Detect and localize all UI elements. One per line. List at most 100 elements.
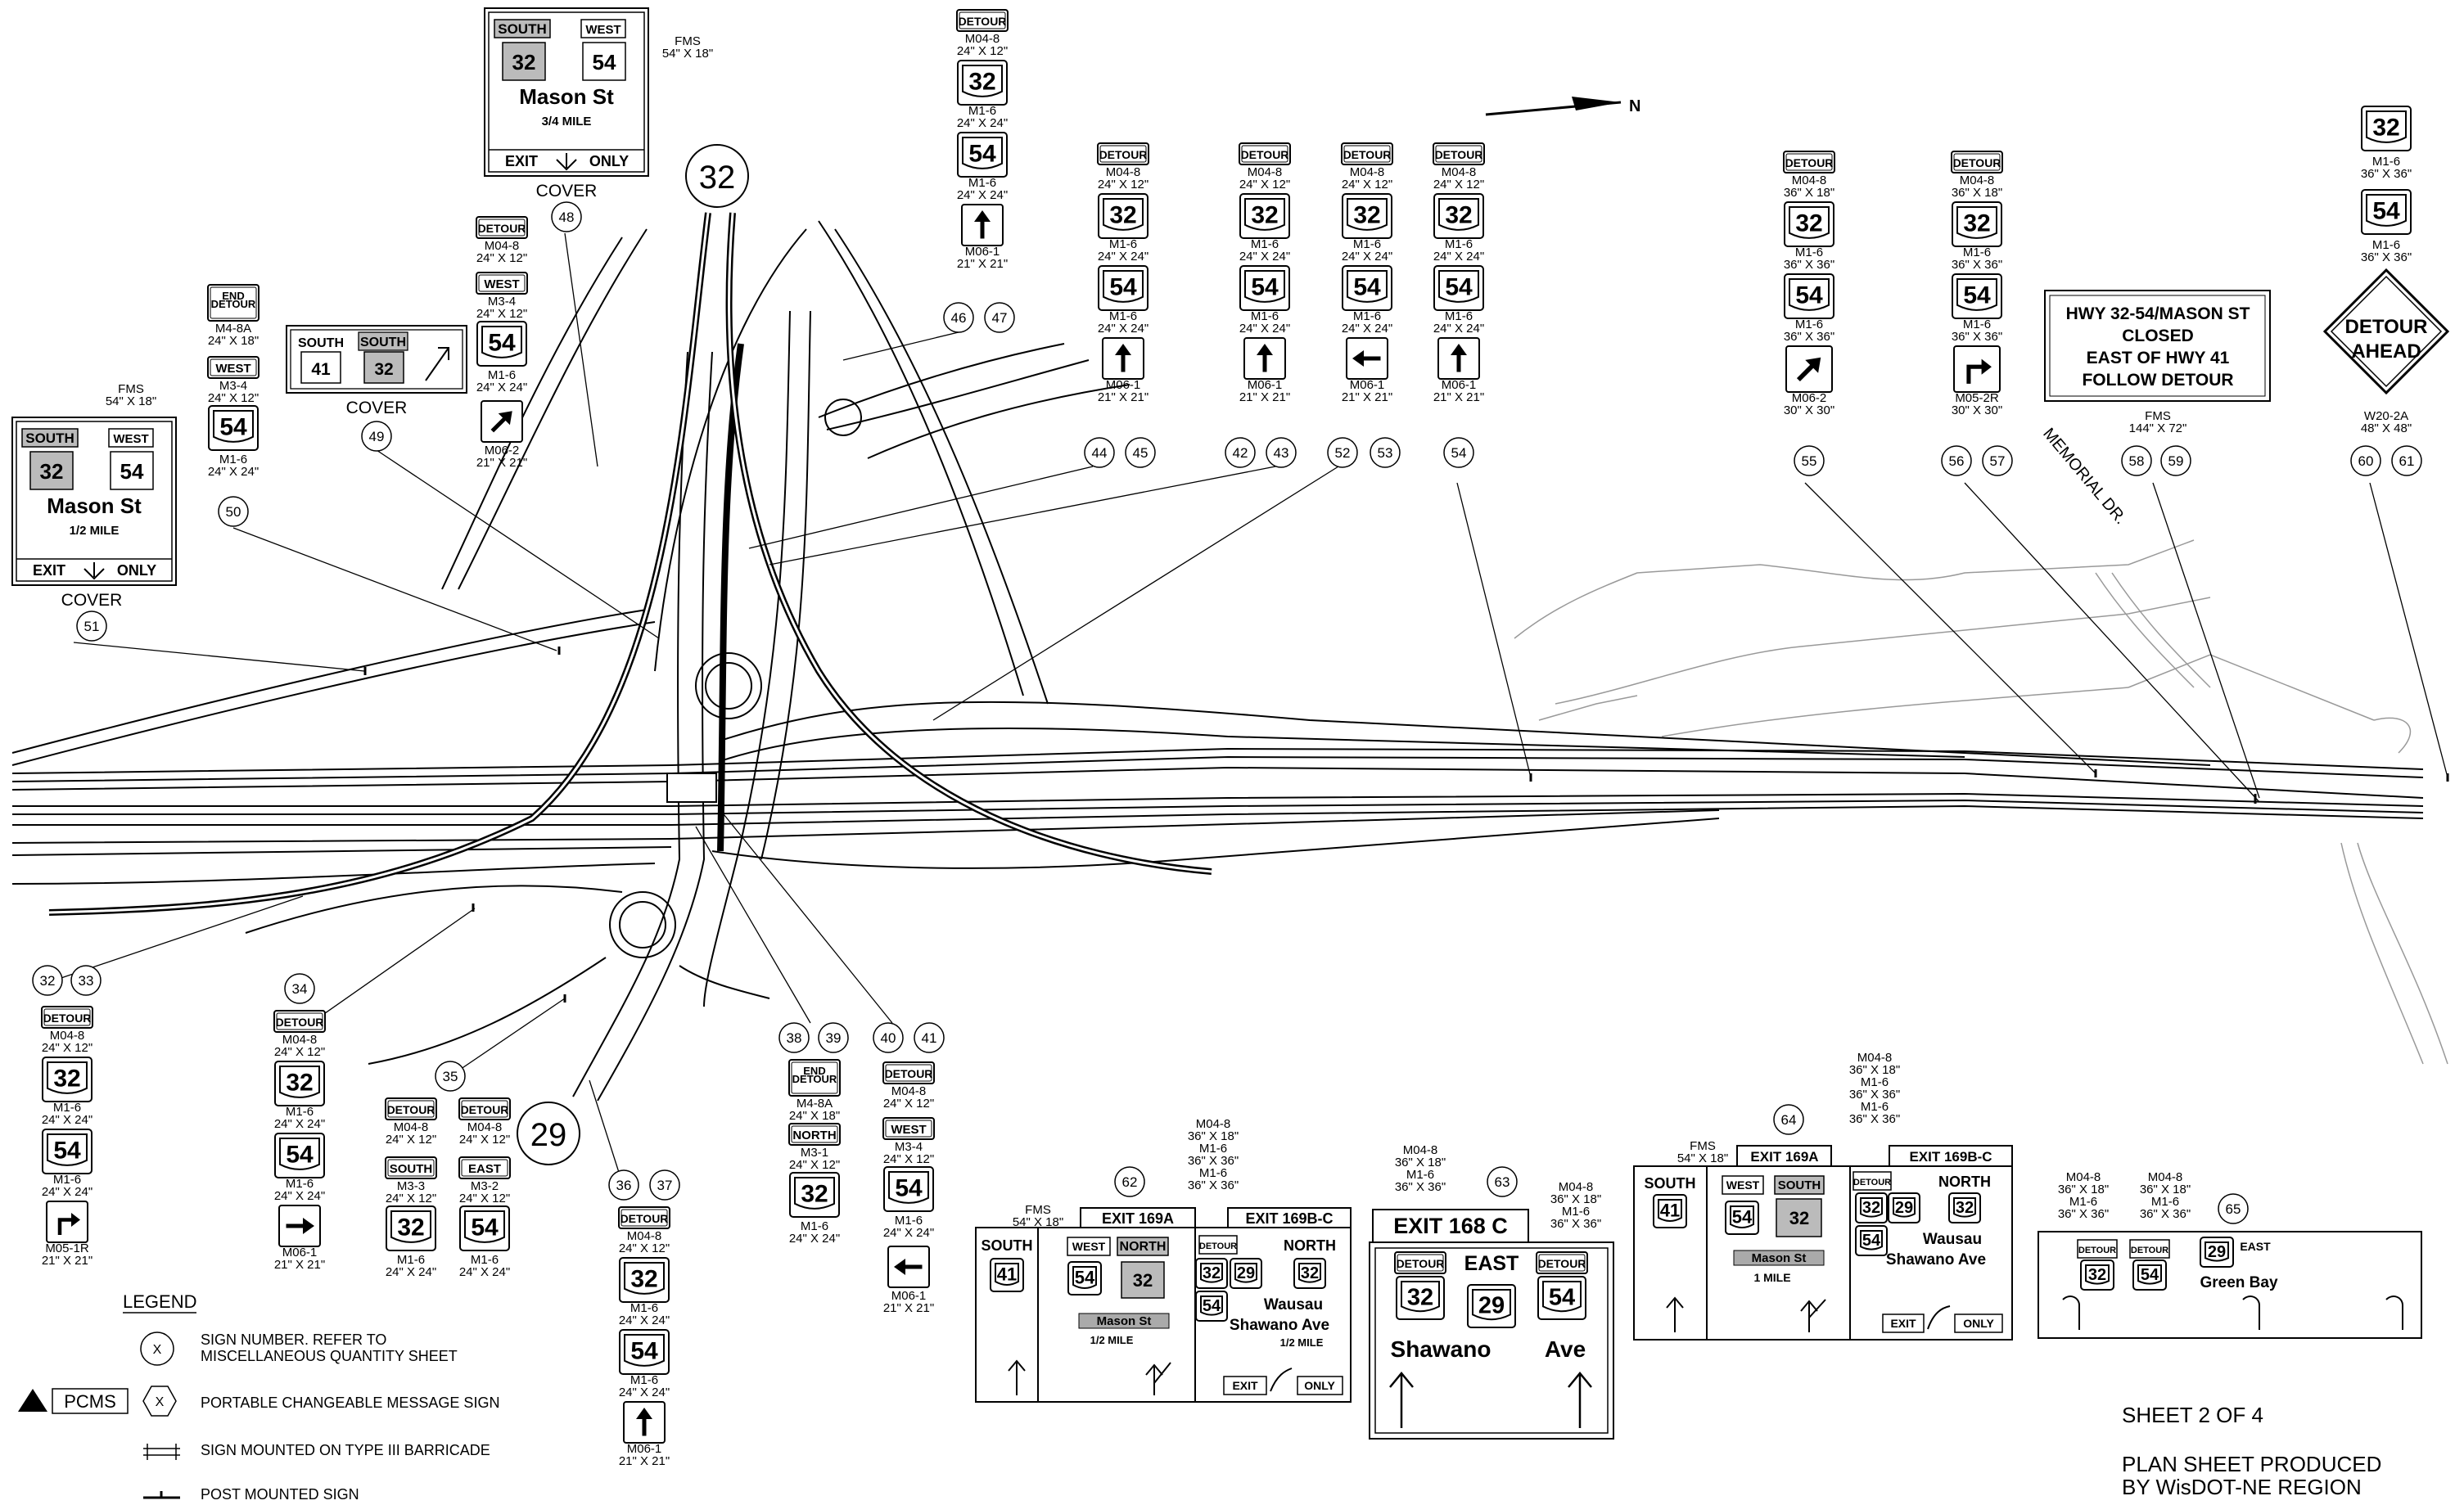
route-number: 32 bbox=[397, 1214, 424, 1241]
shield-outline-icon bbox=[1298, 1263, 1321, 1283]
svg-text:43: 43 bbox=[1274, 445, 1289, 461]
sign-size: 24" X 24" bbox=[1342, 250, 1392, 264]
svg-text:56: 56 bbox=[1949, 453, 1965, 469]
detour-plaque-text: DETOUR bbox=[276, 1016, 324, 1029]
label: EXIT bbox=[33, 562, 65, 579]
plaque-border bbox=[387, 1100, 435, 1118]
guide-sign-border bbox=[16, 421, 173, 582]
sign-size: 24" X 12" bbox=[459, 1192, 510, 1205]
svg-text:37: 37 bbox=[657, 1178, 673, 1193]
sign-code: M04-8 bbox=[467, 1120, 503, 1134]
sign-number-47: 47 bbox=[984, 302, 1015, 333]
label: 1/2 MILE bbox=[70, 524, 120, 538]
svg-text:44: 44 bbox=[1092, 445, 1108, 461]
shield-outline-icon bbox=[1956, 278, 1997, 311]
sign-size: 21" X 21" bbox=[957, 257, 1008, 271]
sign-code: M1-6 bbox=[219, 453, 247, 466]
word-plaque-text: DETOUR bbox=[1397, 1257, 1445, 1270]
plaque-border bbox=[791, 1061, 838, 1094]
sign-code: M1-6 bbox=[630, 1301, 658, 1315]
mount-ticks bbox=[363, 647, 2449, 1003]
sign-code: M06-1 bbox=[1350, 378, 1385, 392]
svg-text:59: 59 bbox=[2168, 453, 2184, 469]
svg-text:58: 58 bbox=[2129, 453, 2145, 469]
shield-outline-icon bbox=[1347, 270, 1388, 303]
sign-size: 21" X 21" bbox=[619, 1454, 670, 1468]
route-shield bbox=[300, 351, 341, 384]
label: FMS bbox=[675, 34, 701, 48]
label: 36" X 36" bbox=[2058, 1207, 2109, 1221]
sign-code: M04-8 bbox=[1106, 165, 1141, 179]
sign-size: 24" X 12" bbox=[883, 1097, 934, 1111]
route-number: 54 bbox=[1732, 1206, 1753, 1227]
sign-code: M05-1R bbox=[45, 1241, 89, 1255]
word-plaque-text: NORTH bbox=[792, 1129, 836, 1142]
sign-code: M1-6 bbox=[488, 368, 516, 382]
plaque-border bbox=[1785, 153, 1833, 171]
diag-arrow-icon bbox=[1796, 357, 1821, 382]
route-number: 54 bbox=[488, 330, 516, 357]
up-arrow-icon bbox=[1666, 1296, 1684, 1332]
svg-text:45: 45 bbox=[1133, 445, 1149, 461]
shield-outline-icon bbox=[1658, 1199, 1682, 1222]
detour-plaque-text: DETOUR bbox=[43, 1012, 92, 1025]
sign-code: M1-6 bbox=[53, 1101, 81, 1115]
plaque-border bbox=[1538, 1254, 1586, 1272]
svg-text:55: 55 bbox=[1802, 453, 1817, 469]
sign-code: M1-6 bbox=[397, 1253, 425, 1267]
svg-text:SIGN MOUNTED ON TYPE III BARRI: SIGN MOUNTED ON TYPE III BARRICADE bbox=[201, 1442, 490, 1458]
plaque-border bbox=[478, 274, 526, 292]
route-number: 32 bbox=[1956, 1199, 1974, 1217]
sign-number-35: 35 bbox=[435, 1061, 466, 1092]
svg-text:54: 54 bbox=[1451, 445, 1467, 461]
shield-outline-icon bbox=[888, 1171, 929, 1204]
word-plaque-text: WEST bbox=[891, 1123, 926, 1137]
sign-code: M3-4 bbox=[488, 295, 516, 309]
shield-outline-icon bbox=[1438, 198, 1479, 231]
sign-size: 30" X 30" bbox=[1784, 403, 1834, 417]
sign-code: M04-8 bbox=[1442, 165, 1477, 179]
diag-arrow-icon bbox=[490, 411, 512, 433]
label: M1-6 bbox=[1861, 1100, 1889, 1114]
south-plaque-covered bbox=[358, 331, 408, 351]
sign-size: 24" X 12" bbox=[476, 307, 527, 321]
panel bbox=[2077, 1239, 2118, 1259]
plaque-border bbox=[885, 1064, 932, 1082]
shield-outline-icon bbox=[1401, 1281, 1440, 1313]
sign-number-61: 61 bbox=[2391, 445, 2422, 476]
sign-number-56: 56 bbox=[1941, 445, 1972, 476]
sign-code: M1-6 bbox=[1353, 309, 1381, 323]
shield-outline-icon bbox=[390, 1210, 431, 1243]
shield-outline-icon bbox=[2205, 1241, 2229, 1262]
shield-outline-icon bbox=[624, 1262, 665, 1295]
label: 36" X 18" bbox=[1550, 1192, 1601, 1206]
sign-size: 36" X 36" bbox=[1784, 330, 1834, 344]
panel bbox=[1733, 1250, 1825, 1266]
svg-text:50: 50 bbox=[226, 504, 241, 520]
shield-outline-icon bbox=[1860, 1230, 1883, 1250]
route-number: 32 bbox=[1353, 202, 1380, 229]
sign-number-49: 49 bbox=[361, 421, 392, 452]
shield-outline-icon bbox=[1200, 1263, 1223, 1283]
route-number: 54 bbox=[53, 1138, 81, 1165]
panel bbox=[1882, 1313, 1925, 1333]
shield-outline-icon bbox=[794, 1177, 835, 1210]
sign-code: M1-6 bbox=[895, 1214, 923, 1228]
shield-outline-icon bbox=[1103, 198, 1144, 231]
sign-code: M1-6 bbox=[286, 1105, 314, 1119]
svg-text:34: 34 bbox=[292, 981, 308, 997]
south-plaque-covered bbox=[21, 428, 79, 448]
word-plaque-text: DETOUR bbox=[387, 1103, 435, 1116]
label: M04-8 bbox=[2148, 1170, 2183, 1184]
svg-text:33: 33 bbox=[79, 973, 94, 989]
end-detour-plaque-text: DETOUR bbox=[211, 298, 256, 310]
sign-size: 24" X 24" bbox=[1239, 322, 1290, 336]
sign-code: M1-6 bbox=[471, 1253, 499, 1267]
sign-code: M1-6 bbox=[286, 1177, 314, 1191]
barricade-icon bbox=[143, 1444, 180, 1460]
svg-text:62: 62 bbox=[1122, 1174, 1138, 1190]
sign-number-63: 63 bbox=[1487, 1166, 1518, 1197]
label: FOLLOW DETOUR bbox=[2082, 371, 2233, 390]
